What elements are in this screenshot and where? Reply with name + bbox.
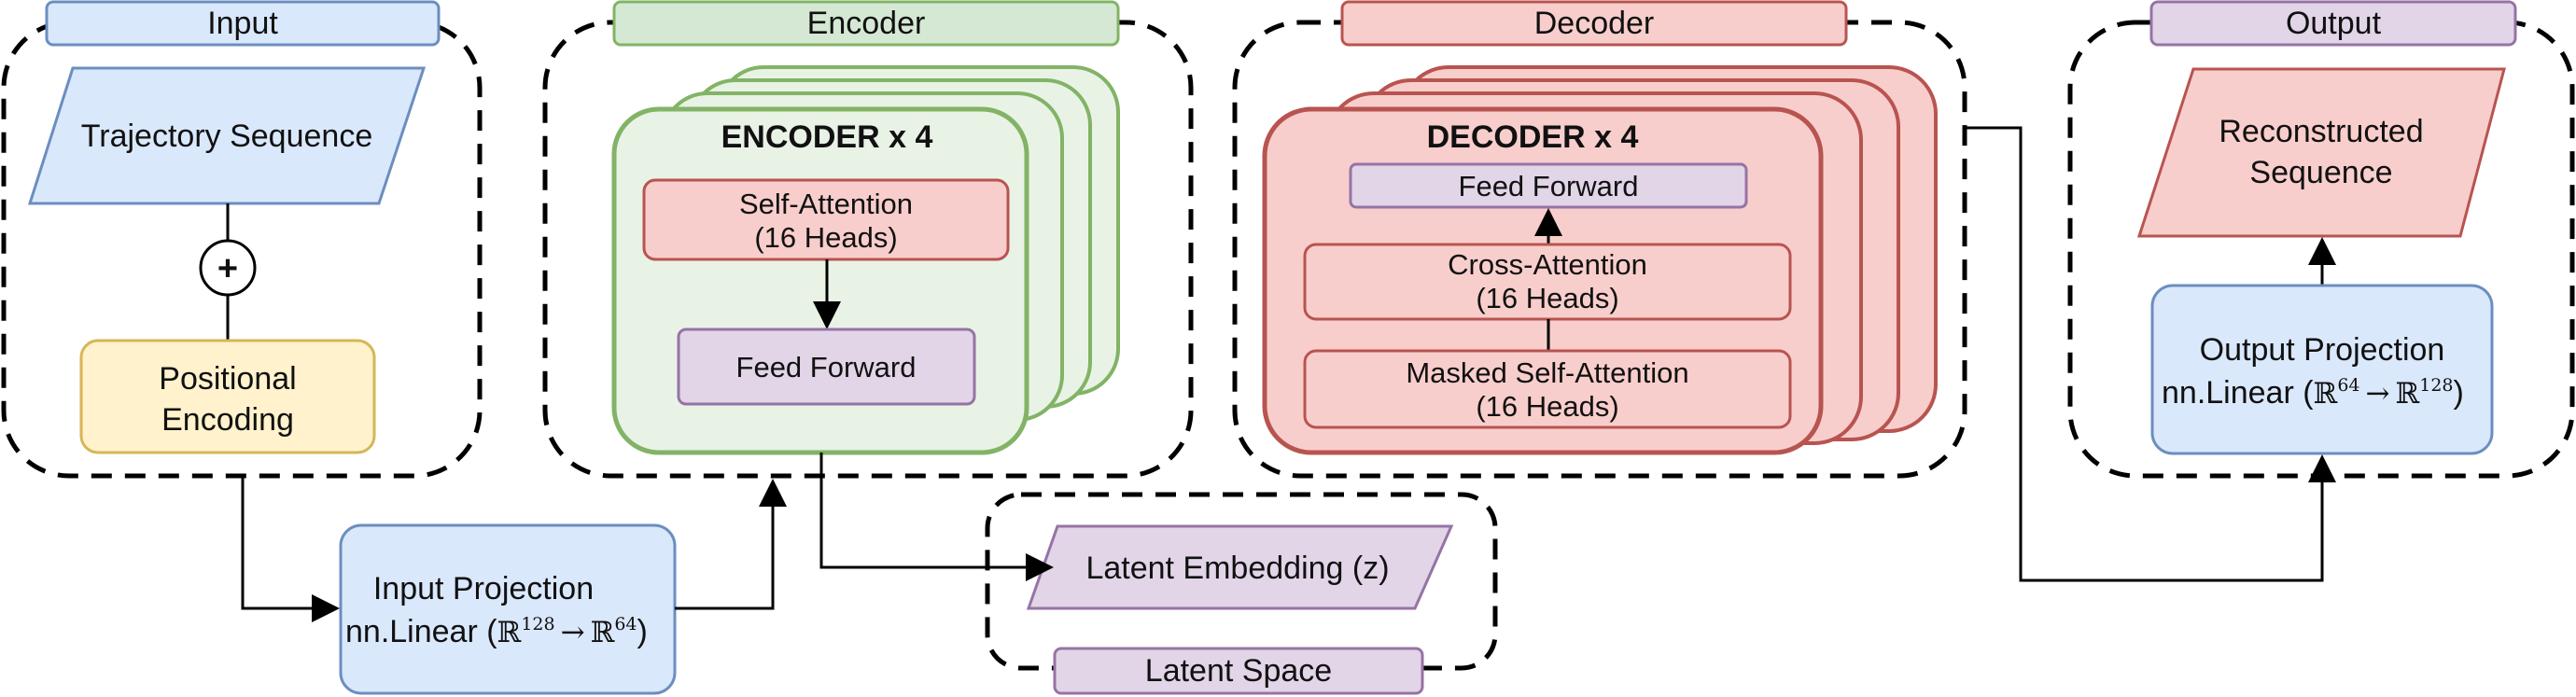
arrow-encoder-to-latent xyxy=(819,453,1054,581)
output-projection-formula: nn.Linear (ℝ64→ℝ128) xyxy=(2162,375,2464,411)
input-header: Input xyxy=(207,6,278,41)
input-header-box xyxy=(45,0,441,47)
output-projection-node xyxy=(2150,284,2494,455)
encoder-group: Encoder ENCODER x 4 Self-Attention (16 H… xyxy=(542,0,1194,479)
output-header: Output xyxy=(2286,6,2382,41)
decoder-cross-attention-line1: Cross-Attention xyxy=(1448,248,1647,281)
reconstructed-sequence-line2: Sequence xyxy=(2249,155,2392,190)
trajectory-sequence-label: Trajectory Sequence xyxy=(81,118,372,154)
input-group: Input Trajectory Sequence + Positional E… xyxy=(1,0,483,479)
output-projection-label: Output Projection xyxy=(2200,332,2445,368)
decoder-masked-line2: (16 Heads) xyxy=(1476,390,1618,423)
encoder-self-attention-line1: Self-Attention xyxy=(739,188,913,220)
trajectory-sequence-node xyxy=(27,66,427,205)
encoder-group-border xyxy=(542,20,1194,479)
encoder-header-box xyxy=(612,0,1120,47)
arrow-decoder-to-output xyxy=(1965,126,2336,582)
decoder-masked-self-attention-node xyxy=(1303,349,1792,429)
output-header-box xyxy=(2149,0,2517,47)
input-projection-node xyxy=(339,523,677,695)
encoder-header: Encoder xyxy=(807,6,926,41)
arrow-input-to-projection xyxy=(241,476,340,622)
decoder-header: Decoder xyxy=(1534,6,1655,41)
input-projection: Input Projection nn.Linear (ℝ128→ℝ64) xyxy=(339,523,677,695)
arrow-projection-to-encoder xyxy=(675,479,787,610)
decoder-feed-forward-label: Feed Forward xyxy=(1459,170,1639,202)
input-projection-formula: nn.Linear (ℝ128→ℝ64) xyxy=(345,614,648,649)
positional-encoding-line1: Positional xyxy=(159,361,296,397)
decoder-title: DECODER x 4 xyxy=(1427,119,1639,155)
decoder-masked-line1: Masked Self-Attention xyxy=(1406,356,1688,389)
latent-space-header-box xyxy=(1053,647,1424,695)
positional-encoding-line2: Encoding xyxy=(161,402,294,438)
reconstructed-sequence-line1: Reconstructed xyxy=(2219,114,2423,149)
decoder-cross-attention-line2: (16 Heads) xyxy=(1476,282,1618,314)
latent-space-group: Latent Embedding (z) Latent Space xyxy=(985,492,1498,695)
decoder-group: Decoder DECODER x 4 Feed Forward Cross-A… xyxy=(1232,0,1967,479)
decoder-header-box xyxy=(1340,0,1848,47)
input-projection-label: Input Projection xyxy=(373,571,594,606)
encoder-title: ENCODER x 4 xyxy=(721,119,933,155)
latent-group-border xyxy=(985,492,1498,671)
encoder-feed-forward-label: Feed Forward xyxy=(736,351,917,383)
latent-space-header: Latent Space xyxy=(1145,653,1332,689)
latent-embedding-label: Latent Embedding (z) xyxy=(1085,551,1389,586)
connectors xyxy=(241,126,2336,622)
output-group: Output Reconstructed Sequence Output Pro… xyxy=(2067,0,2575,479)
plus-icon: + xyxy=(217,249,238,288)
encoder-self-attention-line2: (16 Heads) xyxy=(754,221,897,254)
decoder-feed-forward-node xyxy=(1349,162,1748,209)
encoder-feed-forward-node xyxy=(677,328,976,406)
positional-encoding-node xyxy=(79,339,376,454)
reconstructed-sequence-node xyxy=(2136,67,2506,238)
decoder-group-border xyxy=(1232,20,1967,479)
